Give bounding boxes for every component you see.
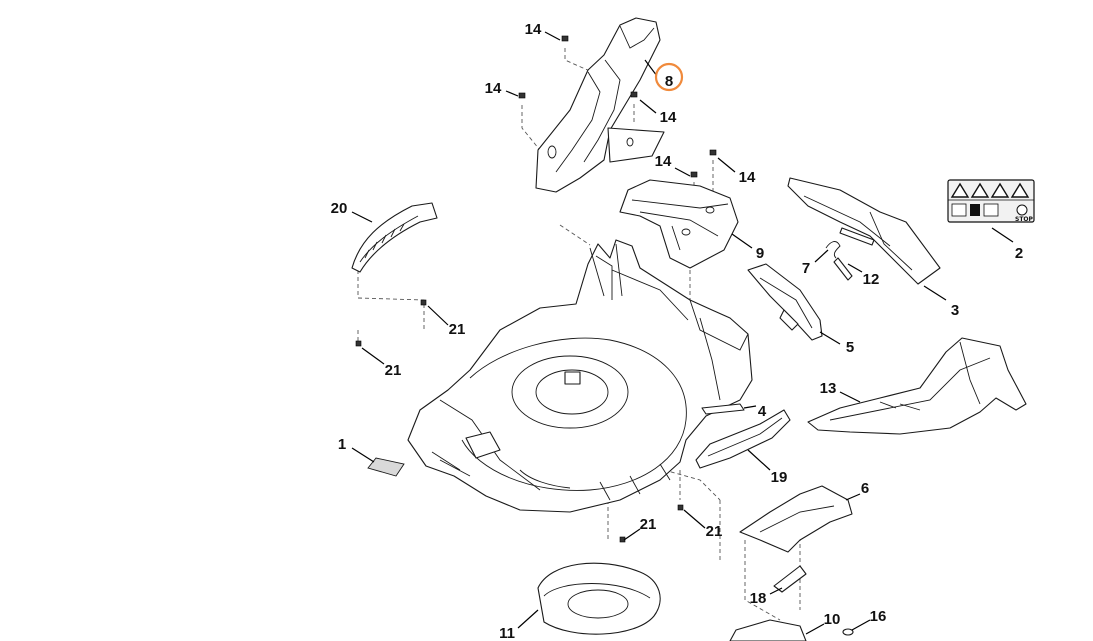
callout-label-10[interactable]: 10 (824, 611, 841, 628)
screw-21 (420, 299, 427, 306)
callout-label-5[interactable]: 5 (846, 339, 854, 356)
part-18-clip[interactable] (773, 565, 807, 593)
part-11-blade-cup[interactable] (537, 562, 661, 635)
part-19-strip[interactable] (695, 409, 791, 469)
callout-label-8[interactable]: 8 (665, 73, 673, 90)
part-4-side-bar[interactable] (701, 403, 745, 415)
screw-21 (355, 340, 362, 347)
callout-label-6[interactable]: 6 (861, 480, 869, 497)
callout-label-14[interactable]: 14 (660, 109, 677, 126)
screw-14 (561, 35, 569, 42)
callout-label-20[interactable]: 20 (331, 200, 348, 217)
callout-label-2[interactable]: 2 (1015, 245, 1023, 262)
screw-21 (677, 504, 684, 511)
callout-label-18[interactable]: 18 (750, 590, 767, 607)
callout-label-16[interactable]: 16 (870, 608, 887, 625)
callout-label-14[interactable]: 14 (655, 153, 672, 170)
part-12-pin[interactable] (839, 227, 875, 246)
screw-14 (518, 92, 526, 99)
callout-label-14[interactable]: 14 (525, 21, 542, 38)
callout-label-11[interactable]: 11 (499, 625, 515, 641)
part-16-nut[interactable] (842, 628, 854, 636)
callout-label-1[interactable]: 1 (338, 436, 346, 453)
part-3-deflector-cover[interactable] (787, 177, 941, 285)
part-20-rear-flap[interactable] (351, 202, 438, 273)
part-5-latch-cover[interactable] (747, 263, 823, 341)
callout-label-19[interactable]: 19 (771, 469, 788, 486)
screws (355, 35, 717, 543)
sign-stop-text: STOP (1015, 216, 1034, 223)
part-9-mounting-bracket[interactable] (619, 179, 739, 269)
leader-lines (351, 31, 1014, 635)
mower-housing-deck[interactable] (407, 239, 753, 513)
callout-labels: 14 14 8 14 14 14 20 2 9 7 12 3 21 5 21 13 4 1 19 6 21 21 18 10 1… (331, 21, 1024, 641)
callout-label-14[interactable]: 14 (485, 80, 502, 97)
part-7-spring[interactable] (825, 241, 853, 281)
part-6-bottom-cover[interactable] (739, 485, 853, 553)
callout-label-4[interactable]: 4 (758, 403, 767, 420)
screw-14 (690, 171, 698, 178)
callout-label-9[interactable]: 9 (756, 245, 764, 262)
callout-label-13[interactable]: 13 (820, 380, 837, 397)
highlight-circle-part-8[interactable] (654, 62, 684, 92)
callout-label-7[interactable]: 7 (802, 260, 810, 277)
part-13-chute[interactable] (807, 337, 1027, 435)
callout-label-3[interactable]: 3 (951, 302, 959, 319)
part-10-lower-bracket[interactable] (729, 619, 807, 641)
callout-label-21[interactable]: 21 (640, 516, 657, 533)
part-8-handle-bracket[interactable] (535, 17, 665, 193)
part-1-label-plate[interactable] (367, 457, 405, 477)
screw-14 (630, 91, 638, 98)
callout-label-21[interactable]: 21 (449, 321, 466, 338)
callout-label-21[interactable]: 21 (706, 523, 723, 540)
callout-label-12[interactable]: 12 (863, 271, 880, 288)
callout-label-21[interactable]: 21 (385, 362, 402, 379)
part-2-warning-sign[interactable]: STOP (947, 179, 1035, 223)
screw-14 (709, 149, 717, 156)
callout-label-14[interactable]: 14 (739, 169, 756, 186)
